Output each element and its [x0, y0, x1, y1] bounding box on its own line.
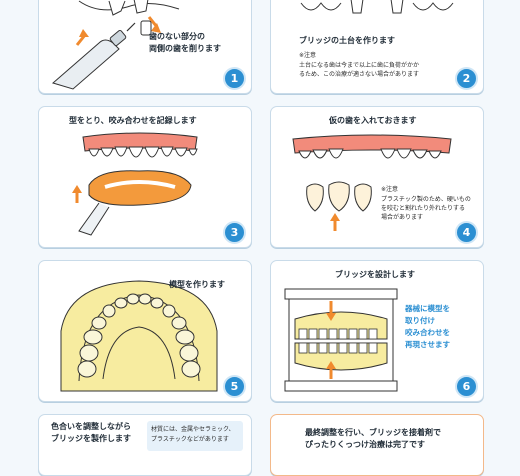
step-7-note-line2: プラスチックなどがあります — [151, 436, 229, 443]
step-5-title: 模型を作ります — [169, 280, 225, 289]
step-card-6: ブリッジを設計します 器械に模型を 取り付け 咬み合わせを 再現させます 6 — [270, 260, 484, 402]
step-card-8: 最終調整を行い、ブリッジを接着剤で ぴったりくっつけ治療は完了です — [270, 414, 484, 476]
step-number-badge: 4 — [455, 221, 478, 244]
step-card-4: 仮の歯を入れておきます ※注意 プラスチック製のため、硬いもの を咬むと割れたり… — [270, 106, 484, 248]
step-8-title-line1: 最終調整を行い、ブリッジを接着剤で — [305, 428, 441, 437]
step-7-note-line1: 材質には、金属やセラミック、 — [151, 426, 235, 433]
step-card-5: 模型を作ります 5 — [38, 260, 252, 402]
step-number-badge: 3 — [223, 221, 246, 244]
step-7-title-line1: 色合いを調整しながら — [51, 422, 131, 431]
step-2-title: ブリッジの土台を作ります — [299, 36, 395, 45]
dental-model-illustration — [60, 280, 218, 392]
step-number-badge: 5 — [223, 375, 246, 398]
step-8-title-line2: ぴったりくっつけ治療は完了です — [305, 440, 425, 449]
step-4-note-label: ※注意 — [381, 186, 399, 193]
step-number-badge: 2 — [455, 67, 478, 90]
step-card-1: 歯のない部分の 両側の歯を削ります 1 — [38, 0, 252, 94]
step-number-badge: 1 — [223, 67, 246, 90]
step-card-2: ブリッジの土台を作ります ※注意 土台になる歯は今まで以上に歯に負荷がかか るた… — [270, 0, 484, 94]
step-4-note-line3: 場合があります — [381, 214, 424, 221]
step-card-3: 型をとり、咬み合わせを記録します 3 — [38, 106, 252, 248]
teeth-prepared-illustration — [300, 0, 454, 14]
step-6-desc-line2: 取り付け — [405, 316, 435, 325]
step-6-desc-line1: 器械に模型を — [405, 304, 450, 313]
impression-tray-illustration — [72, 132, 198, 236]
step-1-title-line2: 両側の歯を削ります — [149, 44, 221, 53]
step-2-note-line1: 土台になる歯は今まで以上に歯に負荷がかか — [299, 62, 420, 69]
step-6-title: ブリッジを設計します — [335, 270, 415, 279]
step-3-title: 型をとり、咬み合わせを記録します — [69, 116, 197, 125]
step-7-note-box — [147, 421, 243, 451]
step-6-desc-line3: 咬み合わせを — [405, 328, 450, 337]
step-2-note-line2: るため、この治療が適さない場合があります — [299, 71, 420, 78]
step-4-note-line2: を咬むと割れたり外れたりする — [381, 205, 466, 212]
articulator-illustration — [284, 288, 398, 392]
drill-illustration — [51, 0, 180, 90]
step-4-note-line1: プラスチック製のため、硬いもの — [381, 196, 471, 203]
step-1-title-line1: 歯のない部分の — [149, 32, 205, 41]
temporary-teeth-illustration — [292, 134, 452, 231]
step-card-7: 色合いを調整しながら ブリッジを製作します 材質には、金属やセラミック、 プラス… — [38, 414, 252, 476]
step-6-desc-line4: 再現させます — [405, 340, 450, 349]
step-number-badge: 6 — [455, 375, 478, 398]
step-2-note-label: ※注意 — [299, 52, 317, 59]
step-7-title-line2: ブリッジを製作します — [51, 434, 131, 443]
step-4-title: 仮の歯を入れておきます — [329, 116, 417, 125]
